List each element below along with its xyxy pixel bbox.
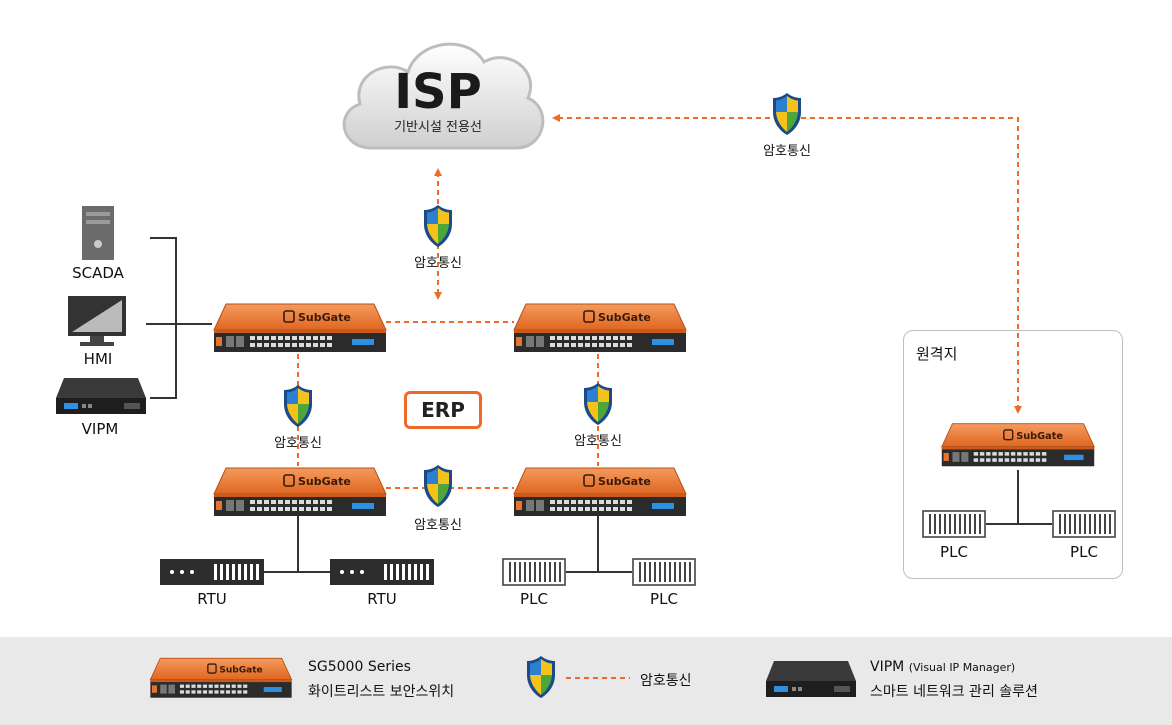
wired-links <box>146 237 1052 573</box>
plc-label: PLC <box>650 590 678 608</box>
isp-title: ISP <box>394 64 482 120</box>
plc-label: PLC <box>940 543 968 561</box>
erp-badge: ERP <box>404 391 482 429</box>
shield-icon <box>584 383 612 425</box>
remote-site-panel: 원격지 <box>903 330 1123 579</box>
legend-vipm-sub: (Visual IP Manager) <box>908 661 1016 674</box>
legend-vipm-title: VIPM (Visual IP Manager) <box>870 659 1015 675</box>
shield-icon <box>773 93 801 135</box>
plc-label: PLC <box>520 590 548 608</box>
legend-encryption-label: 암호통신 <box>640 673 692 689</box>
plc-device-icon <box>502 558 566 586</box>
shield-icon <box>527 656 555 698</box>
legend-vipm-name: VIPM <box>870 659 905 675</box>
scada-server-icon <box>82 206 114 260</box>
encryption-label: 암호통신 <box>763 144 811 159</box>
subgate-switch-3 <box>213 467 387 517</box>
hmi-monitor-icon <box>68 296 126 346</box>
legend-switch-title: SG5000 Series <box>308 659 411 675</box>
plc-device-icon <box>632 558 696 586</box>
legend-icons <box>149 656 856 699</box>
subgate-switch-1 <box>213 303 387 353</box>
legend-switch-desc: 화이트리스트 보안스위치 <box>308 684 455 700</box>
legend-bar: SG5000 Series 화이트리스트 보안스위치 암호통신 VIPM (Vi… <box>0 637 1172 725</box>
rtu-label: RTU <box>197 590 227 608</box>
rtu-device-icon <box>160 559 264 585</box>
subgate-switch-4 <box>513 467 687 517</box>
encryption-label: 암호통신 <box>414 256 462 271</box>
encryption-label: 암호통신 <box>274 436 322 451</box>
rtu-label: RTU <box>367 590 397 608</box>
vipm-appliance-icon <box>56 378 146 414</box>
encryption-label: 암호통신 <box>574 434 622 449</box>
hmi-label: HMI <box>83 350 113 368</box>
switch-legend-icon <box>149 657 293 699</box>
subgate-switch-2 <box>513 303 687 353</box>
vipm-label: VIPM <box>81 420 119 438</box>
isp-subtitle: 기반시설 전용선 <box>394 120 482 135</box>
legend-vipm-desc: 스마트 네트워크 관리 솔루션 <box>870 684 1038 700</box>
isp-cloud <box>342 42 545 150</box>
shield-icon <box>424 465 452 507</box>
shield-icon <box>424 205 452 247</box>
rtu-device-icon <box>330 559 434 585</box>
encryption-label: 암호통신 <box>414 518 462 533</box>
plc-label: PLC <box>1070 543 1098 561</box>
scada-label: SCADA <box>72 264 124 282</box>
vipm-legend-icon <box>766 661 856 697</box>
shield-icon <box>284 385 312 427</box>
remote-site-title: 원격지 <box>916 345 958 363</box>
